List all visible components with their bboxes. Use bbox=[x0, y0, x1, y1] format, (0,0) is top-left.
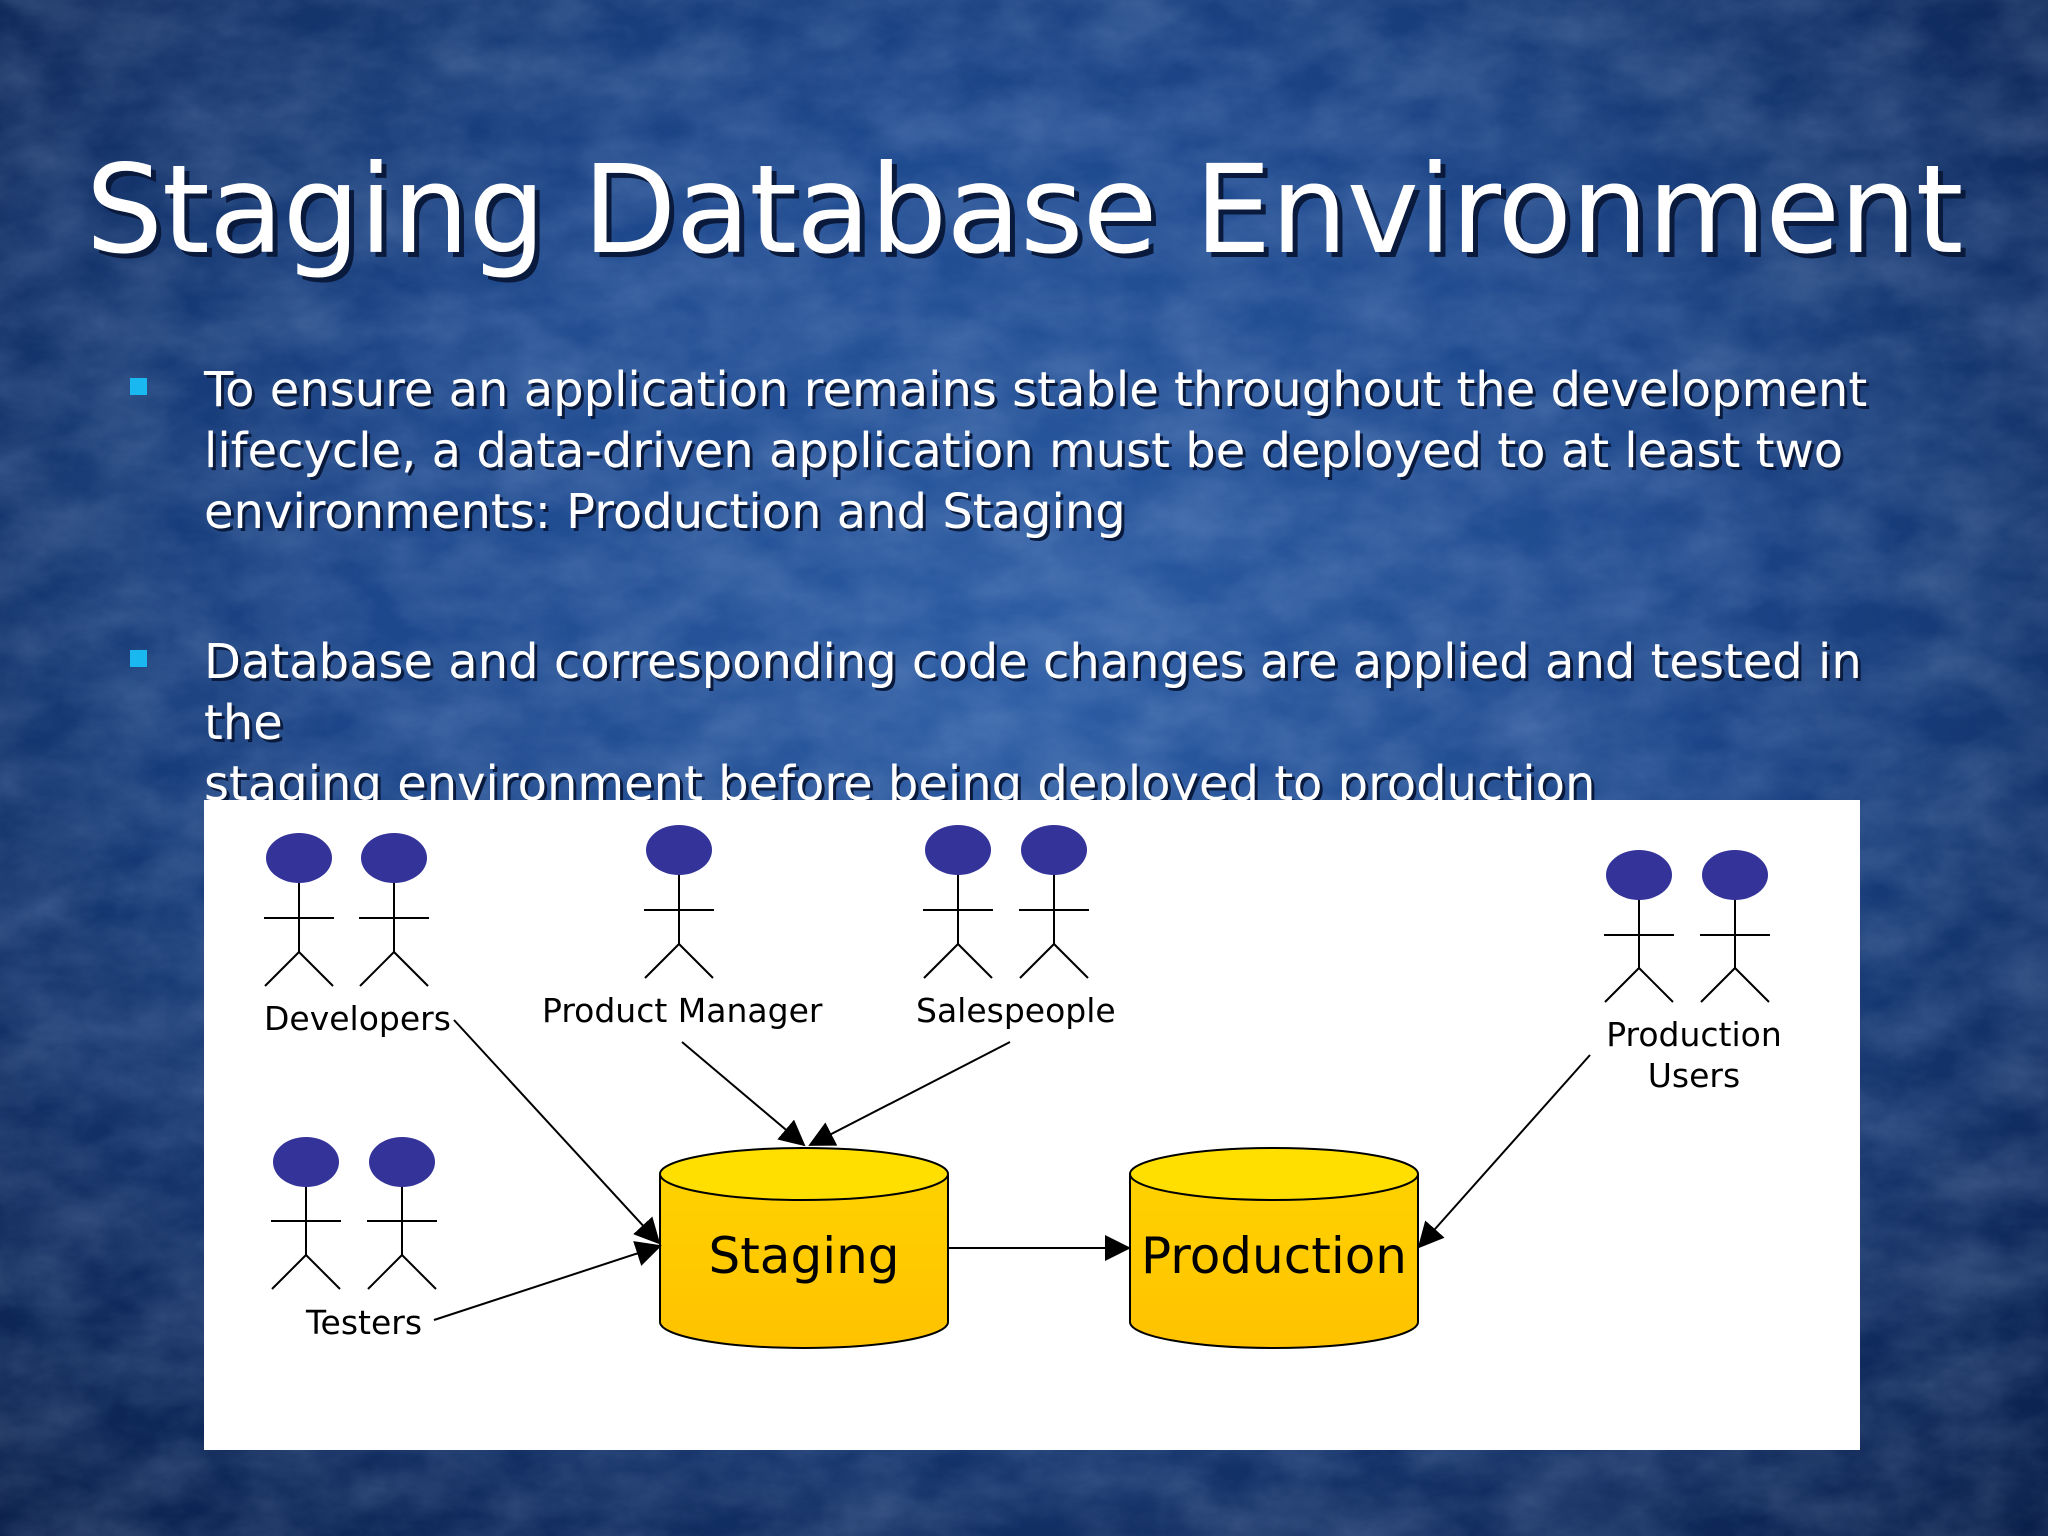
salespeople-to-staging-arrow bbox=[808, 1041, 1011, 1146]
production-users-label-line: Production bbox=[1606, 1015, 1782, 1054]
salesperson-actor-1 bbox=[923, 825, 993, 979]
product-manager-to-staging-arrow bbox=[681, 1041, 806, 1147]
salespeople-label: Salespeople bbox=[916, 991, 1116, 1030]
bullet-square-icon bbox=[130, 378, 147, 395]
production-user-actor-1 bbox=[1604, 850, 1674, 1003]
tester-actor-2 bbox=[367, 1137, 437, 1290]
production-users-label-line: Users bbox=[1647, 1056, 1741, 1095]
slide-title: Staging Database Environment bbox=[85, 139, 1964, 281]
staging-database-cylinder bbox=[659, 1147, 949, 1349]
bullet-line: lifecycle, a data-driven application mus… bbox=[204, 423, 1844, 479]
deployment-diagram: Developers Product Manager Salespeople T… bbox=[204, 800, 1860, 1450]
production-users-to-production-arrow bbox=[1417, 1054, 1591, 1249]
salesperson-actor-2 bbox=[1019, 825, 1089, 979]
product-manager-label: Product Manager bbox=[542, 991, 823, 1030]
bullet-line: Database and corresponding code changes … bbox=[204, 634, 1862, 751]
testers-label: Testers bbox=[305, 1303, 423, 1342]
bullet-text: Database and corresponding code changes … bbox=[204, 632, 1944, 815]
production-users-label: Production Users bbox=[1589, 1014, 1799, 1096]
developer-actor-1 bbox=[264, 833, 334, 987]
production-database-cylinder bbox=[1129, 1147, 1419, 1349]
diagram-canvas bbox=[264, 825, 1770, 1349]
production-user-actor-2 bbox=[1700, 850, 1770, 1003]
bullet-line: To ensure an application remains stable … bbox=[204, 362, 1868, 418]
production-database-label: Production bbox=[1140, 1227, 1407, 1285]
developer-actor-2 bbox=[359, 833, 429, 987]
bullet-line: environments: Production and Staging bbox=[204, 484, 1126, 540]
developers-label: Developers bbox=[264, 999, 451, 1038]
bullet-text: To ensure an application remains stable … bbox=[204, 360, 1944, 543]
product-manager-actor bbox=[644, 825, 714, 979]
developers-to-staging-arrow bbox=[453, 1019, 661, 1245]
bullet-square-icon bbox=[130, 650, 147, 667]
tester-actor-1 bbox=[271, 1137, 341, 1290]
testers-to-staging-arrow bbox=[433, 1241, 662, 1321]
staging-database-label: Staging bbox=[708, 1227, 900, 1285]
